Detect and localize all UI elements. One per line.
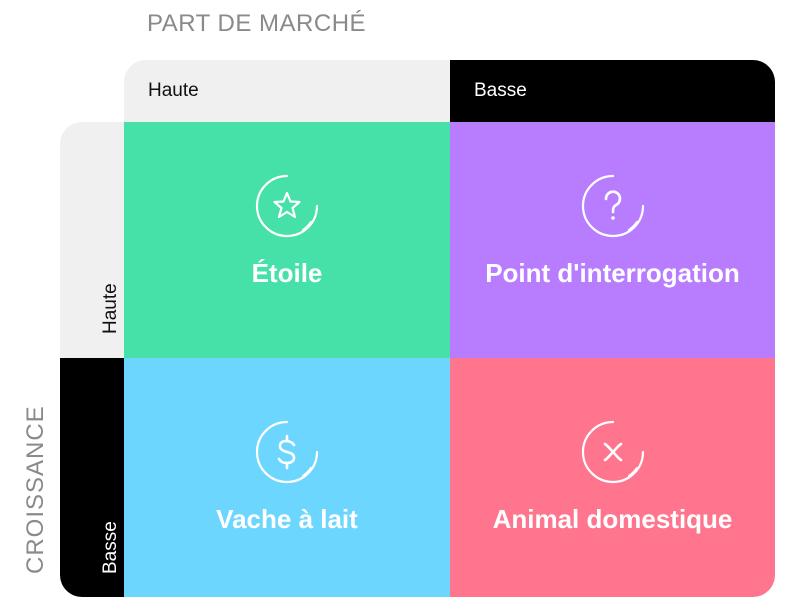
- row-header-low: Basse: [60, 358, 124, 597]
- dollar-icon: [255, 420, 319, 484]
- close-x-icon: [581, 420, 644, 484]
- quadrant-star-label: Étoile: [251, 258, 323, 288]
- column-header-low-label: Basse: [474, 80, 527, 101]
- star-icon: [255, 174, 319, 238]
- quadrant-cash-cow-label: Vache à lait: [216, 504, 358, 534]
- column-header-high: Haute: [124, 60, 450, 122]
- quadrant-dog-label: Animal domestique: [492, 504, 733, 534]
- row-header-high-label: Haute: [100, 283, 121, 334]
- row-header-high: Haute: [60, 122, 124, 358]
- quadrant-star: Étoile: [124, 122, 450, 358]
- quadrant-question-label: Point d'interrogation: [485, 258, 740, 288]
- row-header-low-label: Basse: [100, 521, 121, 574]
- column-header-low: Basse: [450, 60, 775, 122]
- column-header-high-label: Haute: [148, 80, 199, 101]
- quadrant-cash-cow: Vache à lait: [124, 358, 450, 597]
- quadrant-dog: Animal domestique: [450, 358, 775, 597]
- market-share-axis-title: PART DE MARCHÉ: [147, 10, 367, 37]
- growth-axis-title: CROISSANCE: [22, 405, 49, 574]
- question-mark-icon: [581, 174, 644, 238]
- quadrant-question: Point d'interrogation: [450, 122, 775, 358]
